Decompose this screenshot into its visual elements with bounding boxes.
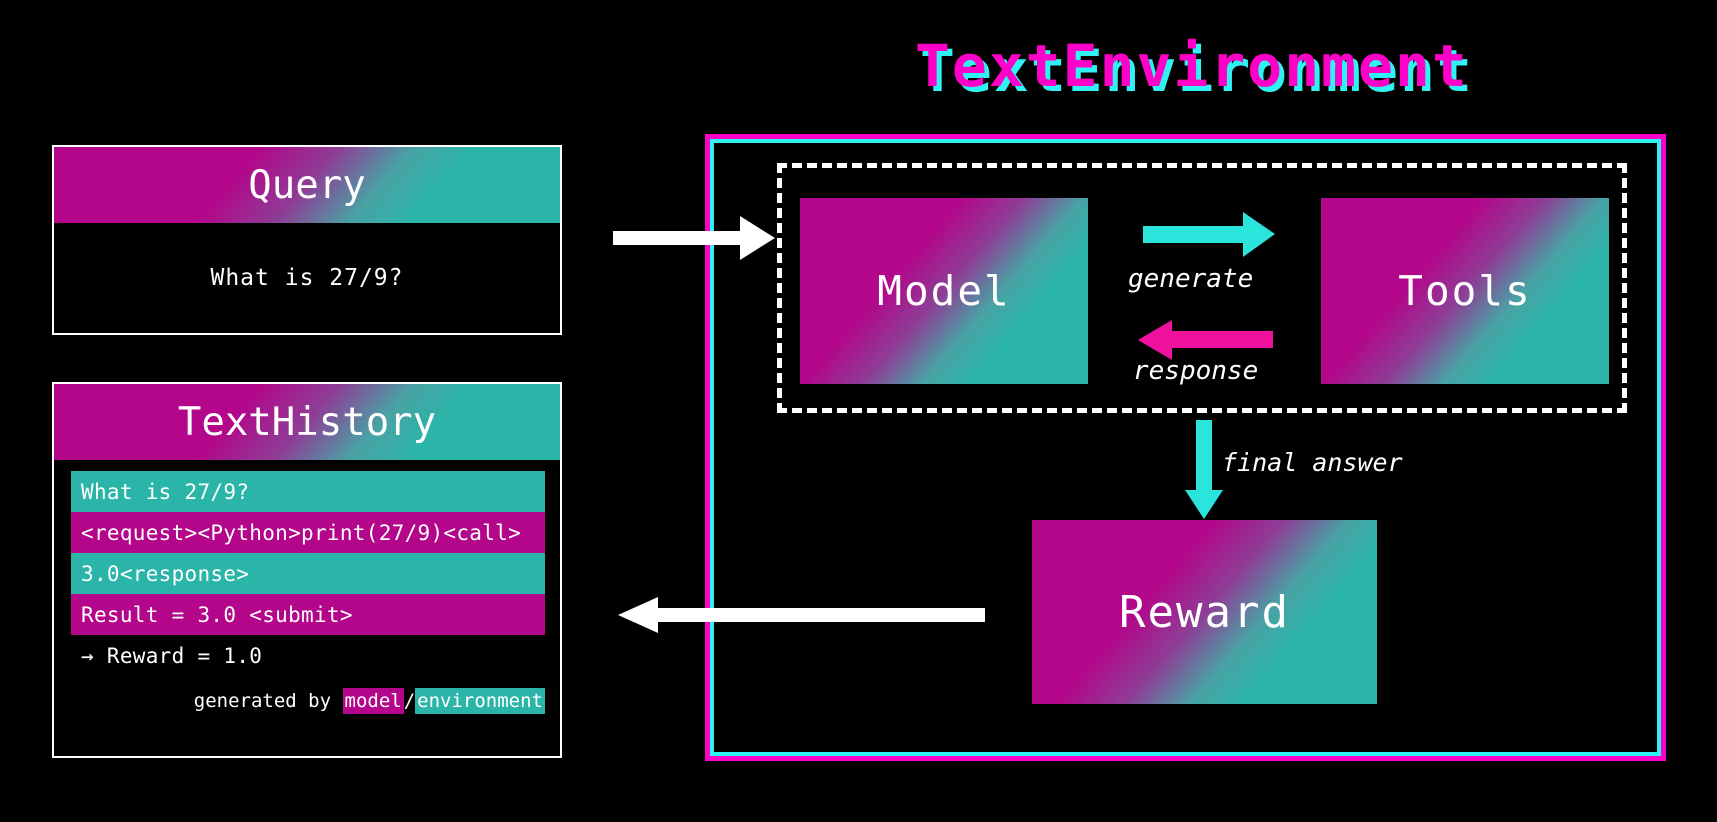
- history-row-text: 3.0<response>: [81, 561, 250, 586]
- history-row-text: → Reward = 1.0: [81, 643, 263, 668]
- history-legend-environment: environment: [415, 688, 545, 714]
- list-item: <request><Python>print(27/9)<call>: [71, 512, 545, 553]
- list-item: 3.0<response>: [71, 553, 545, 594]
- list-item: Result = 3.0 <submit>: [71, 594, 545, 635]
- history-legend-prefix: generated by: [193, 690, 343, 712]
- text-history-card: TextHistory What is 27/9? <request><Pyth…: [52, 382, 562, 758]
- reward-block-label: Reward: [1119, 586, 1290, 638]
- history-legend: generated by model/environment: [54, 688, 560, 714]
- generate-arrow-label: generate: [1128, 264, 1254, 294]
- text-history-header: TextHistory: [54, 384, 560, 460]
- response-arrow-label: response: [1133, 356, 1259, 386]
- page-title: TextEnvironment: [915, 32, 1469, 100]
- history-legend-separator: /: [403, 690, 416, 712]
- list-item: What is 27/9?: [71, 471, 545, 512]
- tools-block: Tools: [1321, 198, 1609, 384]
- history-row-text: Result = 3.0 <submit>: [81, 602, 353, 627]
- text-history-header-label: TextHistory: [177, 399, 437, 445]
- query-text: What is 27/9?: [210, 265, 404, 291]
- model-block: Model: [800, 198, 1088, 384]
- history-row-text: <request><Python>print(27/9)<call>: [81, 520, 522, 545]
- text-history-rows: What is 27/9? <request><Python>print(27/…: [54, 471, 560, 676]
- reward-block: Reward: [1032, 520, 1377, 704]
- history-legend-model: model: [342, 688, 404, 714]
- history-row-text: What is 27/9?: [81, 479, 250, 504]
- final-answer-arrow-label: final answer: [1222, 448, 1403, 477]
- query-body: What is 27/9?: [54, 223, 560, 333]
- query-header: Query: [54, 147, 560, 223]
- model-block-label: Model: [877, 267, 1011, 315]
- text-environment-frame-inner-border: [710, 139, 1661, 756]
- query-header-label: Query: [248, 162, 366, 208]
- query-card: Query What is 27/9?: [52, 145, 562, 335]
- tools-block-label: Tools: [1398, 267, 1532, 315]
- list-item: → Reward = 1.0: [71, 635, 545, 676]
- model-tools-loop-group: [777, 163, 1627, 413]
